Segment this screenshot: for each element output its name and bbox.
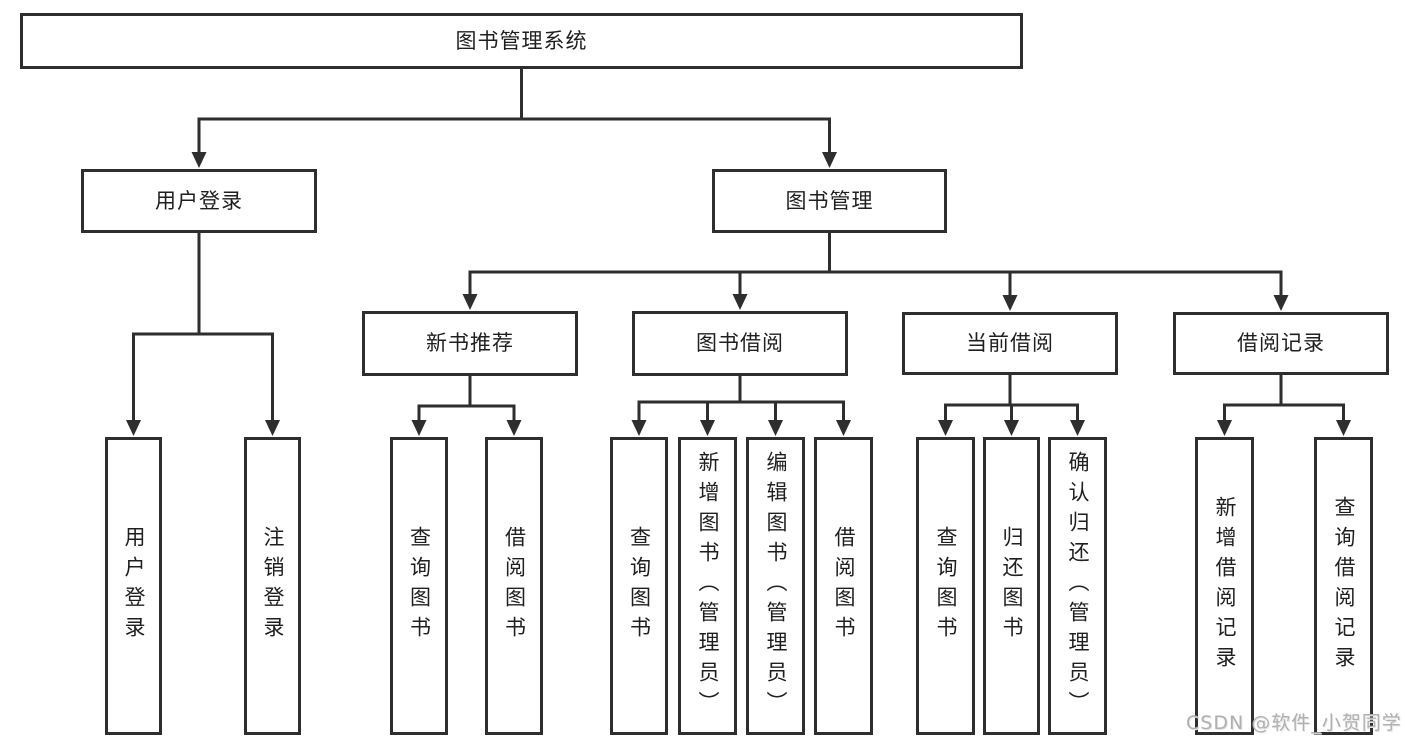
leaf-user-login: 用户登录	[105, 437, 162, 735]
leaf-add-books-admin: 新增图书（管理员）	[678, 437, 737, 735]
node-user-login: 用户登录	[81, 169, 317, 233]
leaf-confirm-return-admin: 确认归还（管理员）	[1048, 437, 1107, 735]
arrowheads	[126, 152, 1351, 436]
leaf-query-borrow-record: 查询借阅记录	[1314, 437, 1373, 735]
node-root-library-system: 图书管理系统	[20, 13, 1023, 69]
csdn-watermark: CSDN @软件_小贺同学	[1186, 712, 1402, 734]
leaf-return-books: 归还图书	[983, 437, 1040, 735]
leaf-borrow-books: 借阅图书	[814, 437, 873, 735]
leaf-query-books-recommend: 查询图书	[390, 437, 448, 735]
node-current-borrowing: 当前借阅	[902, 312, 1118, 375]
leaf-query-books-borrowing: 查询图书	[610, 437, 668, 735]
leaf-add-borrow-record: 新增借阅记录	[1195, 437, 1254, 735]
node-borrowing-records: 借阅记录	[1173, 312, 1389, 375]
leaf-borrow-books-recommend: 借阅图书	[485, 437, 543, 735]
node-book-management: 图书管理	[712, 169, 947, 233]
leaf-query-books-current: 查询图书	[916, 437, 975, 735]
leaf-edit-books-admin: 编辑图书（管理员）	[746, 437, 805, 735]
leaf-logout: 注销登录	[244, 437, 301, 735]
node-new-book-recommend: 新书推荐	[362, 311, 578, 376]
node-book-borrowing: 图书借阅	[632, 311, 848, 376]
